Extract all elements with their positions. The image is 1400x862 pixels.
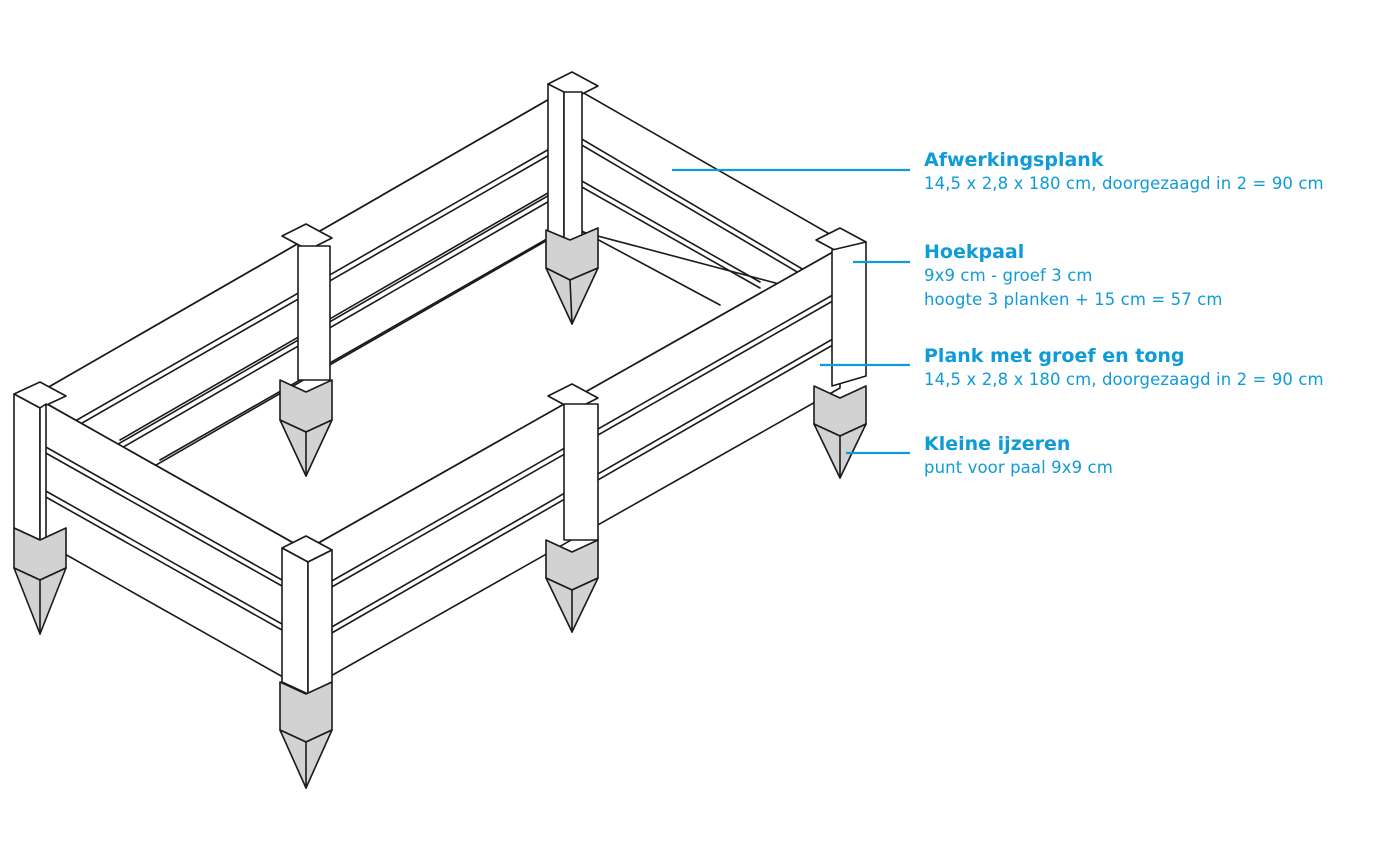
label-detail: hoogte 3 planken + 15 cm = 57 cm [924, 290, 1223, 309]
post-front-mid [545, 383, 599, 633]
label-detail: 9x9 cm - groef 3 cm [924, 266, 1093, 285]
label-detail: 14,5 x 2,8 x 180 cm, doorgezaagd in 2 = … [924, 370, 1324, 389]
post-right-corner [813, 227, 867, 479]
label-detail: punt voor paal 9x9 cm [924, 458, 1113, 477]
post-back-corner [545, 71, 599, 325]
post-front-corner [279, 535, 333, 789]
post-left-corner [13, 381, 67, 635]
label-afwerkingsplank: Afwerkingsplank 14,5 x 2,8 x 180 cm, doo… [924, 148, 1324, 196]
post-back-mid [279, 223, 333, 477]
inner-floor-outline [119, 185, 721, 461]
label-title: Hoekpaal [924, 241, 1025, 263]
label-title: Kleine ijzeren [924, 433, 1071, 455]
label-plank: Plank met groef en tong 14,5 x 2,8 x 180… [924, 344, 1324, 392]
label-detail: 14,5 x 2,8 x 180 cm, doorgezaagd in 2 = … [924, 174, 1324, 193]
label-ijzeren-punt: Kleine ijzeren punt voor paal 9x9 cm [924, 432, 1113, 480]
label-title: Plank met groef en tong [924, 345, 1185, 367]
label-hoekpaal: Hoekpaal 9x9 cm - groef 3 cm hoogte 3 pl… [924, 240, 1223, 312]
back-right-wall [574, 87, 841, 301]
label-title: Afwerkingsplank [924, 149, 1104, 171]
